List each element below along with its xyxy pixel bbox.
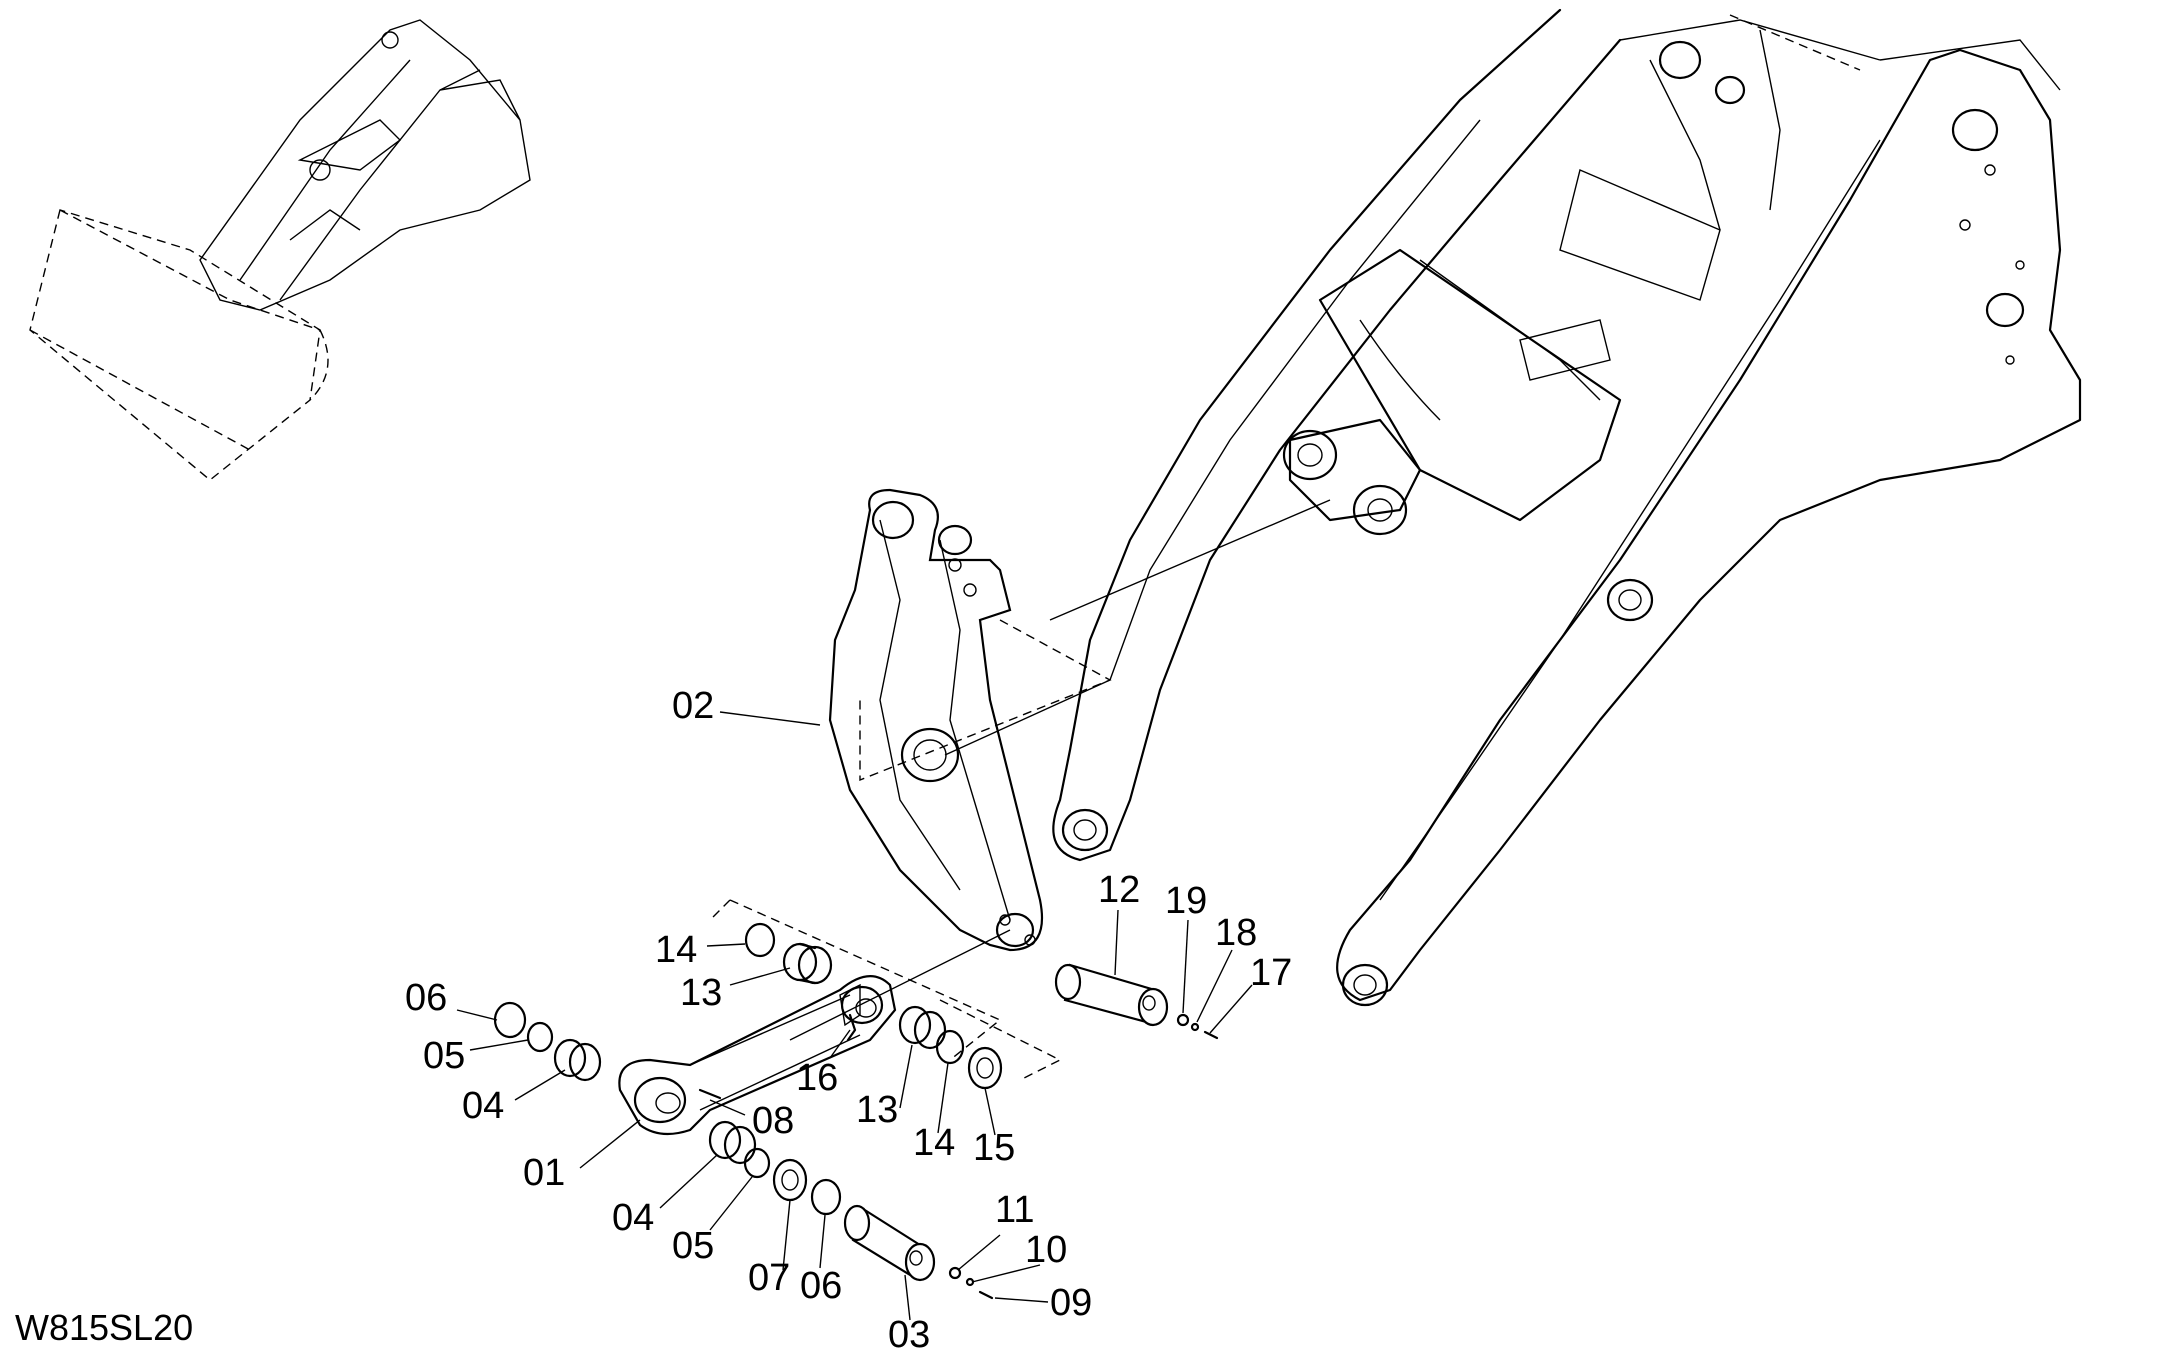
- callout-12: 12: [1098, 869, 1140, 911]
- callout-05-lower: 05: [672, 1225, 714, 1267]
- callout-18: 18: [1215, 912, 1257, 954]
- callout-02: 02: [672, 685, 714, 727]
- callout-13-right: 13: [856, 1089, 898, 1131]
- callout-06: 06: [405, 977, 447, 1019]
- drawing-code: W815SL20: [15, 1307, 193, 1348]
- small-parts: [493, 922, 1219, 1300]
- bellcrank-lever-part-02: [828, 488, 1112, 952]
- callout-16: 16: [796, 1057, 838, 1099]
- callout-10: 10: [1025, 1229, 1067, 1271]
- overview-loader-thumbnail: [29, 19, 531, 481]
- callout-03: 03: [888, 1314, 930, 1356]
- callout-08: 08: [752, 1100, 794, 1142]
- callout-labels: 02 14 13 06 05 04 01 08 16 13 14 15 04 0…: [405, 685, 1292, 1356]
- callout-14-right: 14: [913, 1122, 955, 1164]
- callout-15: 15: [973, 1127, 1015, 1169]
- boom-frame: [1049, 8, 2082, 1007]
- link-part-01: [618, 899, 1062, 1136]
- callout-17: 17: [1250, 952, 1292, 994]
- callout-14: 14: [655, 929, 697, 971]
- callout-13: 13: [680, 972, 722, 1014]
- leader-lines: [456, 711, 1253, 1321]
- callout-19: 19: [1165, 880, 1207, 922]
- callout-05: 05: [423, 1035, 465, 1077]
- callout-07: 07: [748, 1257, 790, 1299]
- callout-09: 09: [1050, 1282, 1092, 1324]
- callout-04: 04: [462, 1085, 504, 1127]
- callout-06-lower: 06: [800, 1265, 842, 1307]
- callout-04-lower: 04: [612, 1197, 654, 1239]
- callout-01: 01: [523, 1152, 565, 1194]
- callout-11: 11: [995, 1189, 1034, 1231]
